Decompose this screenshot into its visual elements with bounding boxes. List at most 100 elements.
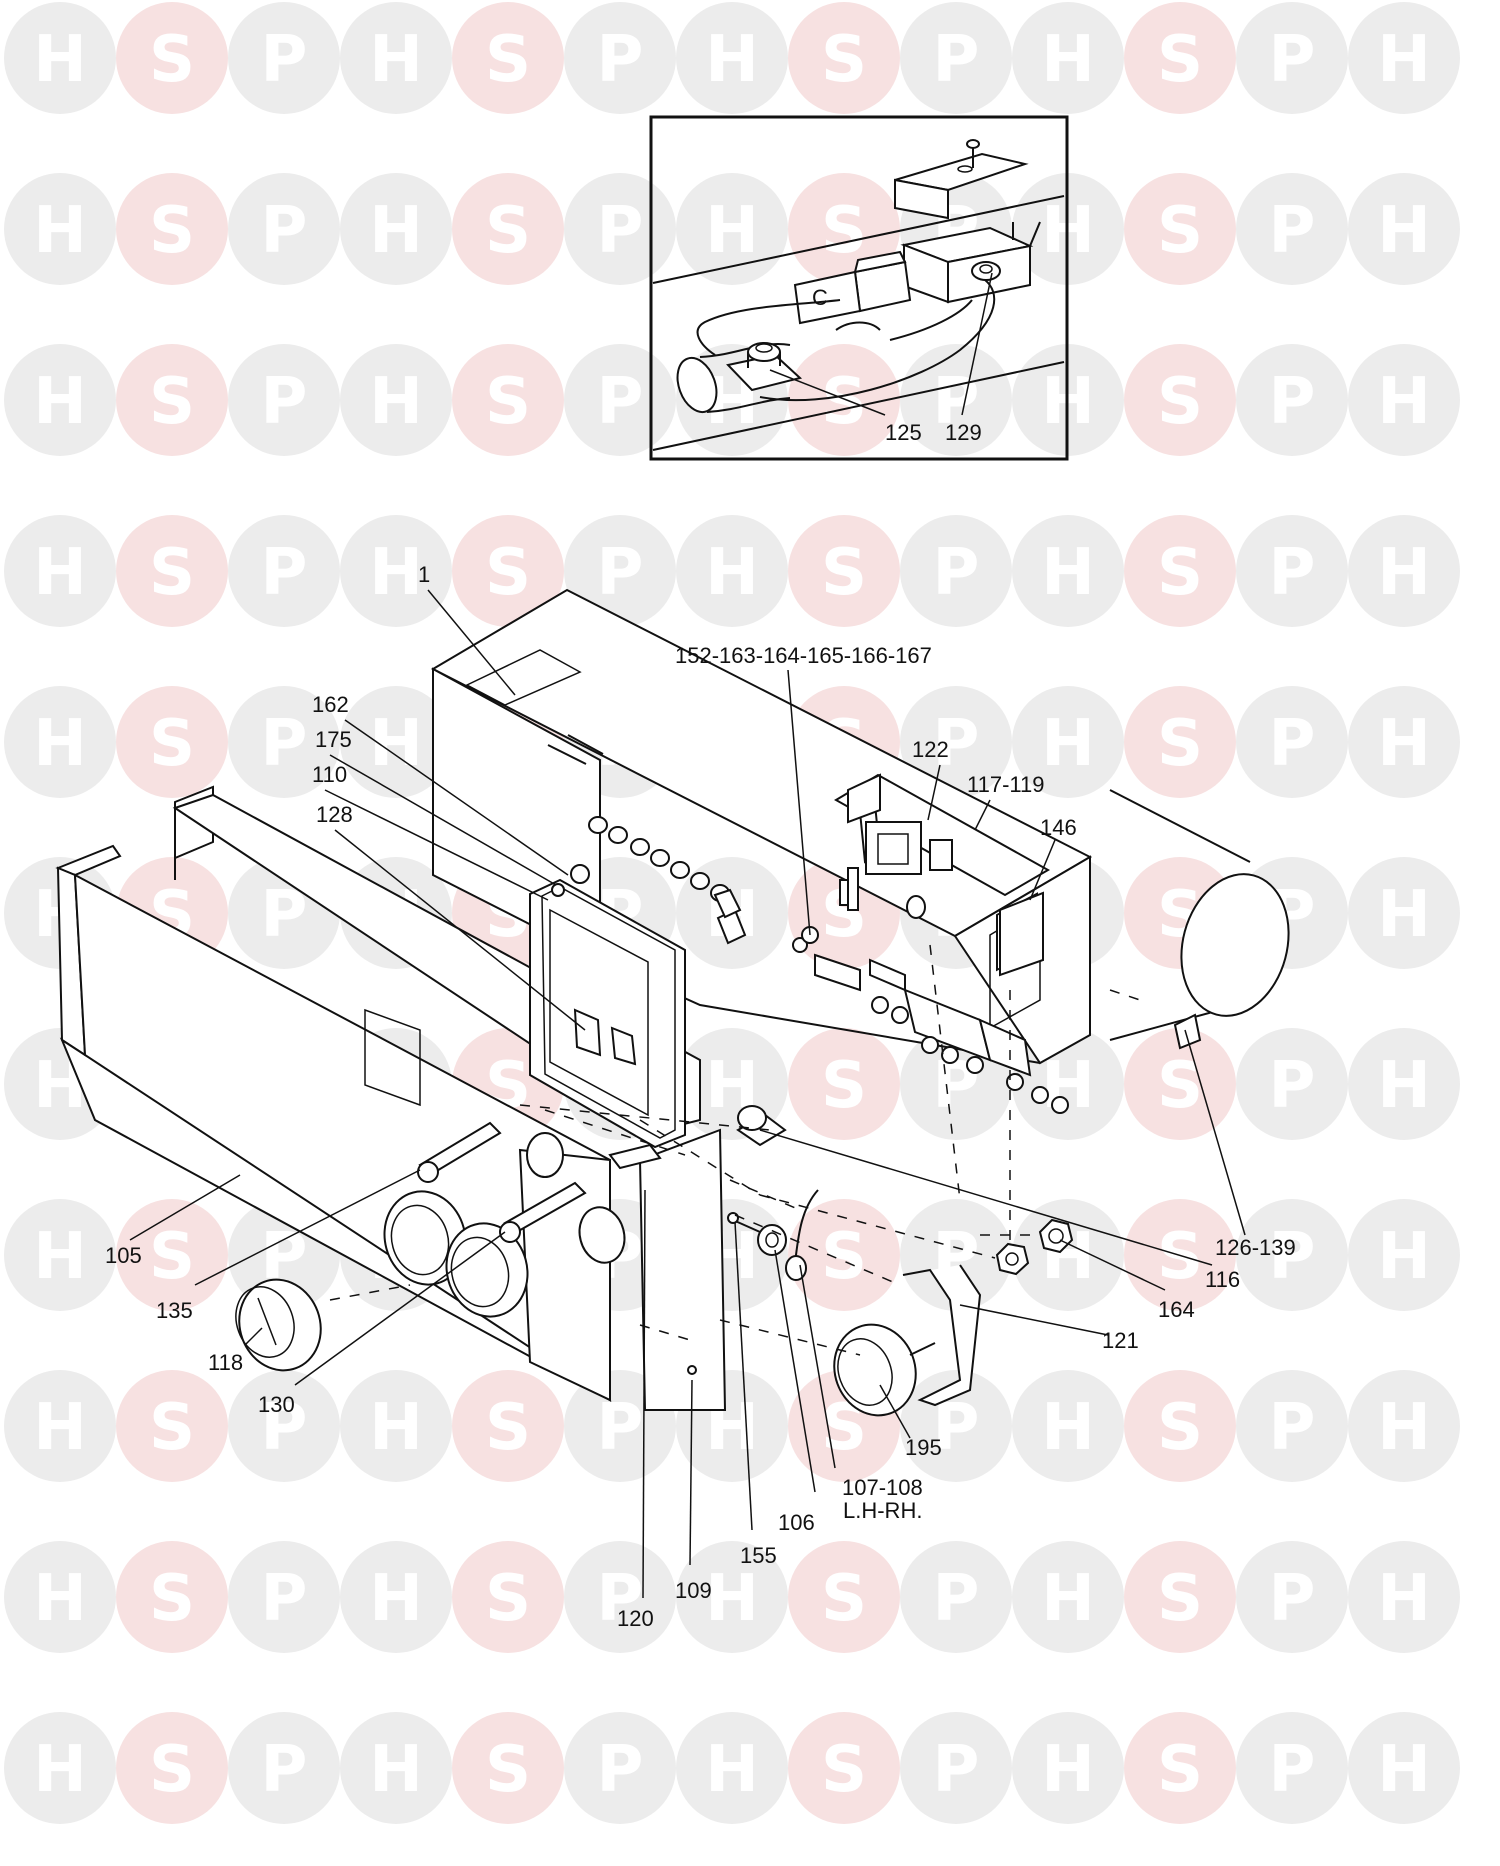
watermark-letter: H: [33, 707, 87, 781]
watermark-letter: S: [821, 1220, 867, 1294]
bracket-letter: C: [812, 285, 828, 310]
watermark-circle: [116, 173, 228, 285]
watermark-letter: H: [1377, 23, 1431, 97]
relay: [999, 891, 1044, 977]
nut-162: [570, 864, 590, 884]
electrode-block: [726, 342, 803, 392]
watermark-letter: P: [933, 365, 980, 439]
watermark-letter: P: [261, 1391, 308, 1465]
watermark-circle: [788, 1541, 900, 1653]
watermark-circle: [1348, 344, 1460, 456]
watermark-letter: H: [33, 194, 87, 268]
watermark-letter: P: [1269, 1049, 1316, 1123]
watermark-circle: [1348, 2, 1460, 114]
watermark-circle: [228, 344, 340, 456]
watermark-letter: H: [705, 1562, 759, 1636]
watermark-circle: [1236, 686, 1348, 798]
watermark-letter: S: [485, 365, 531, 439]
watermark-circle: [1236, 344, 1348, 456]
watermark-circle: [452, 2, 564, 114]
watermark-circle: [676, 1712, 788, 1824]
washer-175: [551, 883, 565, 897]
watermark-circle: [676, 515, 788, 627]
watermark-circle: [4, 344, 116, 456]
callout-117-119: 117-119: [967, 772, 1044, 797]
assembly-lines: [329, 944, 1141, 1356]
watermark-letter: P: [597, 1391, 644, 1465]
sensor-cylinder: [1109, 789, 1290, 1050]
watermark-letter: S: [821, 23, 867, 97]
watermark-circle: [1348, 515, 1460, 627]
sensor-clip: [1173, 1013, 1202, 1050]
watermark-circle: [1124, 2, 1236, 114]
watermark-letter: H: [33, 1391, 87, 1465]
watermark-letter: H: [369, 707, 423, 781]
knob-195: [833, 1323, 917, 1417]
callout-164: 164: [1158, 1297, 1195, 1322]
watermark-circle: [340, 1370, 452, 1482]
watermark-circle: [1236, 515, 1348, 627]
watermark-circle: [1012, 1199, 1124, 1311]
watermark-circle: [1236, 1028, 1348, 1140]
watermark-circle: [1124, 173, 1236, 285]
watermark-letter: S: [149, 1220, 195, 1294]
watermark-circle: [452, 515, 564, 627]
watermark-letter: H: [369, 365, 423, 439]
watermark-circle: [788, 2, 900, 114]
watermark-circle: [452, 1370, 564, 1482]
watermark-letter: S: [149, 1562, 195, 1636]
callout-155: 155: [740, 1543, 777, 1568]
watermark-letter: S: [1157, 194, 1203, 268]
watermark-letter: S: [149, 1733, 195, 1807]
watermark-circle: [1012, 1712, 1124, 1824]
watermark-letter: H: [33, 1562, 87, 1636]
callout-135: 135: [156, 1298, 193, 1323]
callout-116: 116: [1205, 1267, 1240, 1292]
watermark-circle: [452, 1712, 564, 1824]
watermark-circle: [452, 1541, 564, 1653]
watermark-letter: S: [149, 707, 195, 781]
callout-118: 118: [208, 1350, 243, 1375]
watermark-circle: [1348, 173, 1460, 285]
watermark-circle: [340, 344, 452, 456]
watermark-letter: H: [1377, 1049, 1431, 1123]
watermark-circle: [1012, 1370, 1124, 1482]
watermark-letter: S: [149, 365, 195, 439]
callout-109: 109: [675, 1578, 712, 1603]
watermark-letter: P: [261, 1562, 308, 1636]
watermark-circle: [788, 1199, 900, 1311]
watermark-letter: H: [1377, 707, 1431, 781]
callout-labels: 1 152-163-164-165-166-167 162 175 110 12…: [105, 562, 1296, 1631]
watermark-letter: H: [369, 194, 423, 268]
watermark-circle: [4, 2, 116, 114]
watermark-letter: H: [369, 1391, 423, 1465]
watermark-circle: [1348, 1712, 1460, 1824]
side-bracket: [608, 1128, 727, 1411]
watermark-circle: [228, 1712, 340, 1824]
callout-122: 122: [912, 737, 949, 762]
watermark-circle: [1348, 1028, 1460, 1140]
watermark-letter: H: [1041, 1049, 1095, 1123]
watermark-letter: H: [705, 1733, 759, 1807]
watermark-circle: [900, 344, 1012, 456]
watermark-circle: [4, 1541, 116, 1653]
watermark-letter: H: [369, 23, 423, 97]
grommet-106: [757, 1224, 787, 1256]
watermark-circle: [1236, 1199, 1348, 1311]
watermark-circle: [1012, 1541, 1124, 1653]
watermark-circle: [788, 1712, 900, 1824]
watermark-letter: S: [1157, 365, 1203, 439]
watermark-circle: [676, 1541, 788, 1653]
watermark-letter: S: [1157, 1220, 1203, 1294]
watermark-letter: S: [1157, 1562, 1203, 1636]
watermark-circle: [564, 515, 676, 627]
inset-detail: C 125 129: [649, 115, 1069, 461]
callout-125: 125: [885, 420, 922, 445]
watermark-circle: [676, 2, 788, 114]
watermark-circle: [116, 1712, 228, 1824]
watermark-letter: P: [261, 365, 308, 439]
watermark-circle: [900, 2, 1012, 114]
leader-lines: [129, 589, 1246, 1599]
watermark-letter: S: [1157, 536, 1203, 610]
watermark-letter: P: [597, 1562, 644, 1636]
